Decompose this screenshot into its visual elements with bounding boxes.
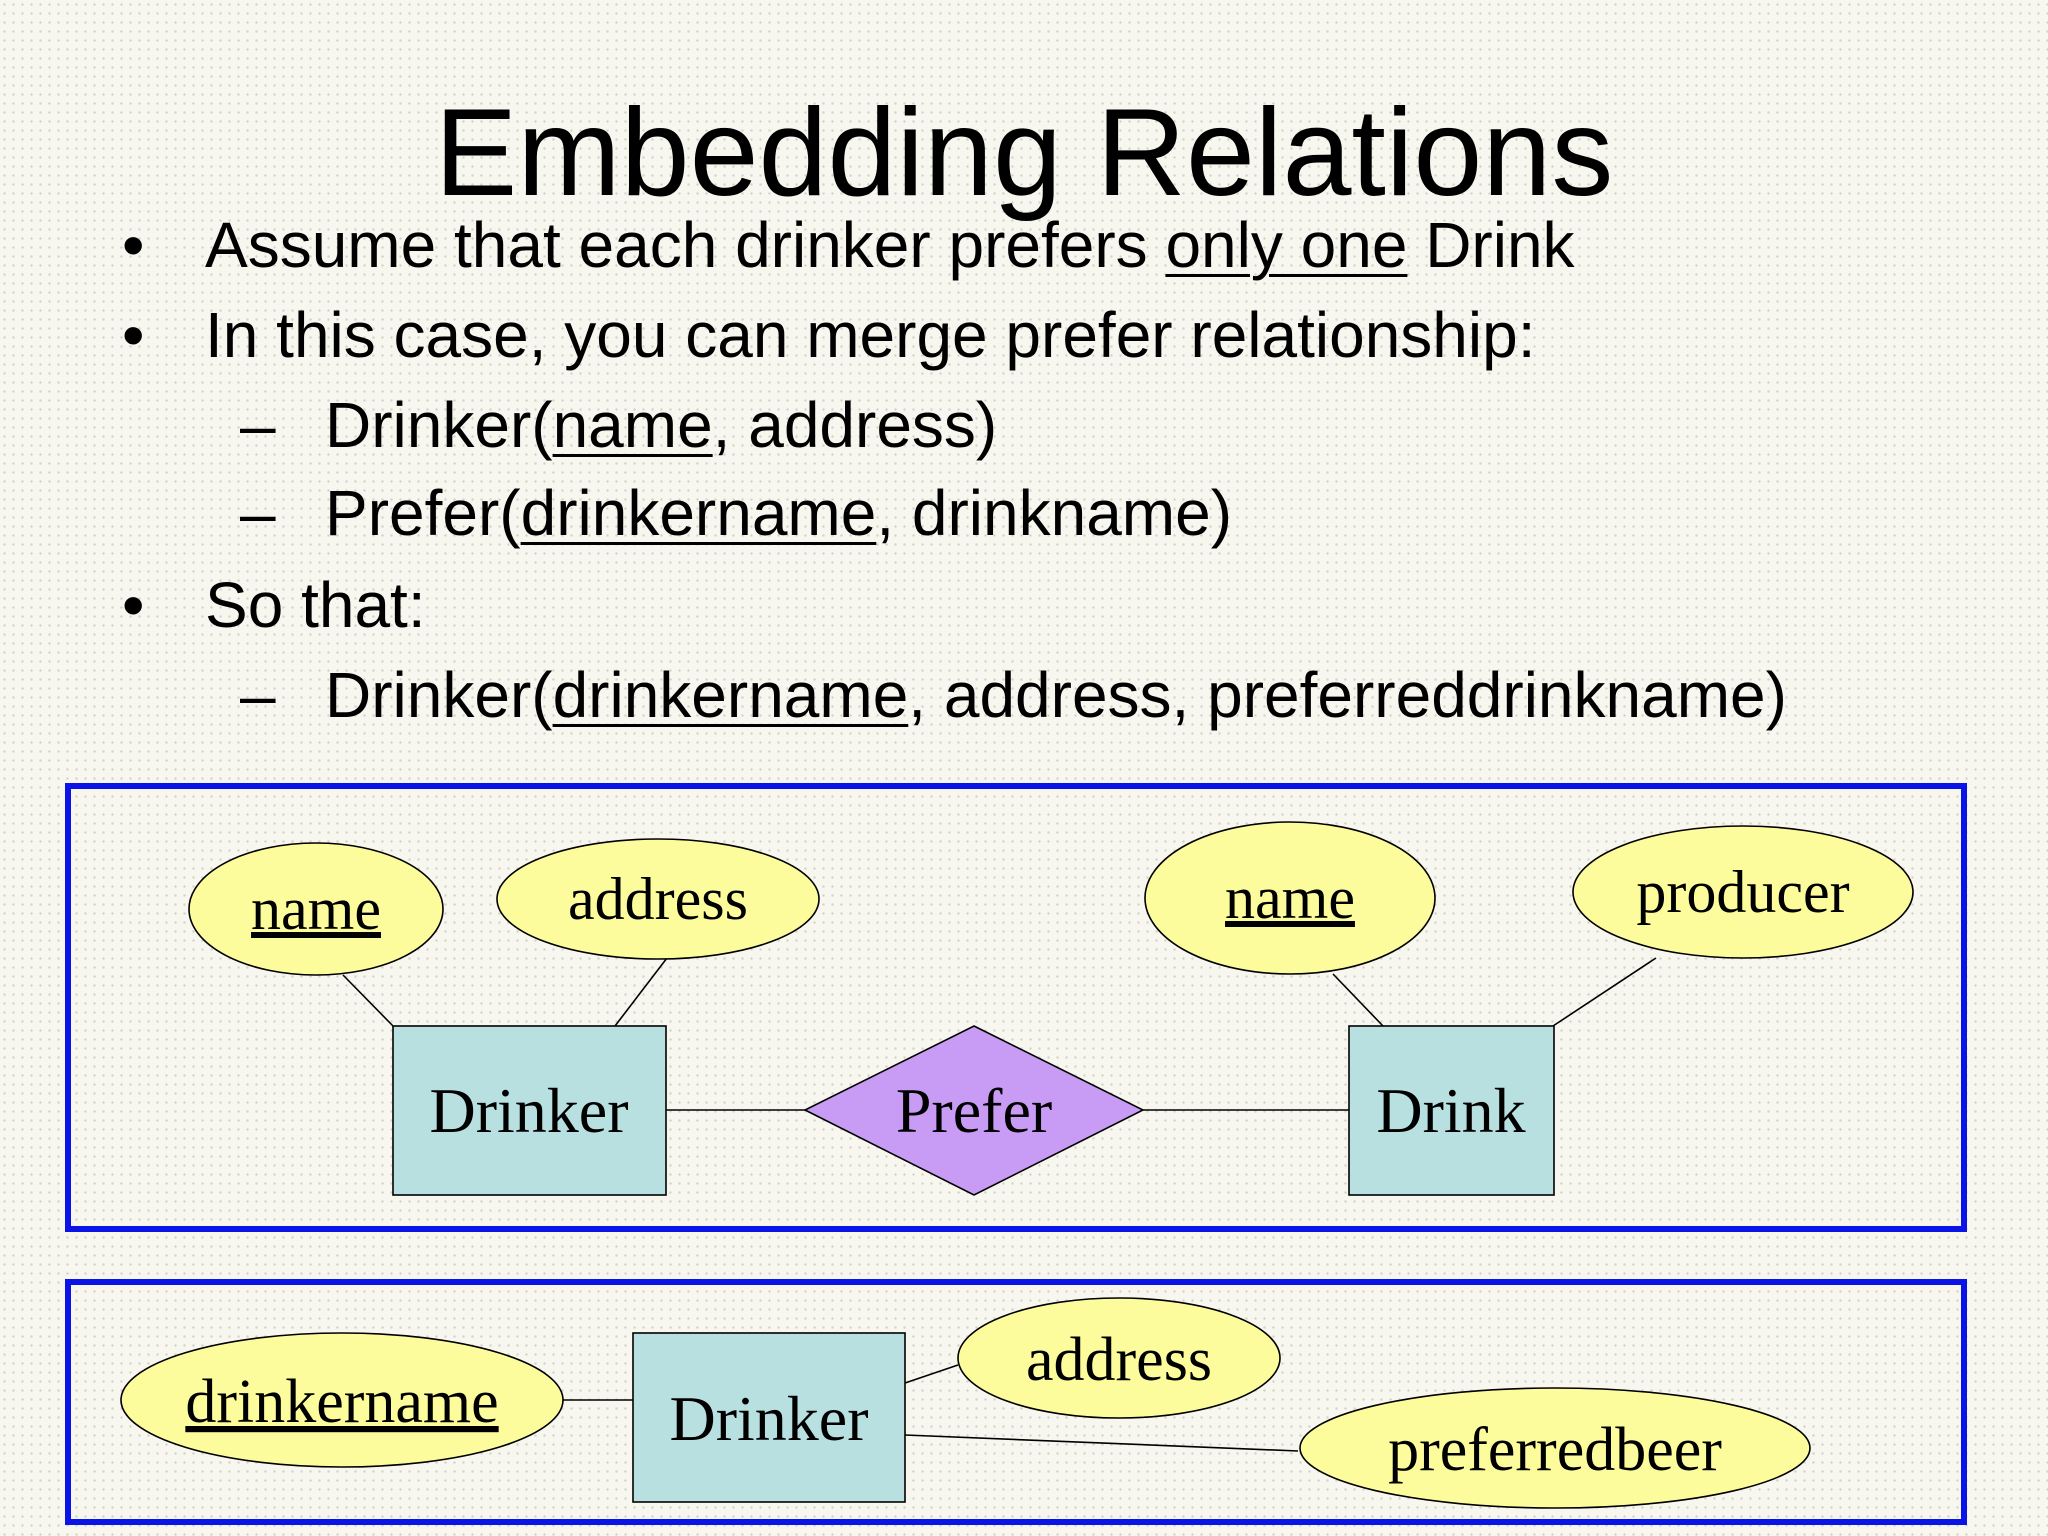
connector-line: [614, 957, 668, 1027]
attribute-label: drinkername: [185, 1368, 498, 1436]
connector-line: [1552, 957, 1657, 1027]
underlined-text: drinkername: [552, 659, 909, 731]
entity-label: Drink: [1376, 1075, 1525, 1146]
attribute-address: address: [957, 1297, 1281, 1419]
attribute-label: address: [568, 866, 748, 932]
bullet-text: , address): [712, 389, 998, 461]
attribute-label: name: [251, 876, 381, 942]
er-diagram-merged: drinkername Drinker address preferredbee…: [65, 1279, 1967, 1525]
bullet-text: Prefer(: [325, 477, 521, 549]
sub-bullet-marker: –: [240, 659, 276, 731]
entity-drinker-merged: Drinker: [632, 1332, 906, 1503]
attribute-label: address: [1026, 1326, 1212, 1394]
bullet-text: Assume that each drinker prefers: [205, 209, 1166, 281]
attribute-label: producer: [1636, 859, 1849, 925]
connector-line: [342, 974, 394, 1027]
bullet-text: Drinker(: [325, 659, 553, 731]
sub-bullet-marker: –: [240, 477, 276, 549]
attribute-drinker-name: name: [188, 842, 444, 976]
sub-bullet-marker: –: [240, 389, 276, 461]
entity-label: Drinker: [669, 1383, 868, 1454]
diagram-frame: [65, 783, 1967, 1232]
bullet-marker: •: [122, 299, 145, 371]
attribute-preferredbeer: preferredbeer: [1299, 1387, 1811, 1509]
entity-drink: Drink: [1348, 1025, 1555, 1196]
relationship-label: Prefer: [896, 1075, 1052, 1146]
connector-line: [1332, 973, 1384, 1027]
bullet-text: So that:: [205, 569, 426, 641]
underlined-text: drinkername: [520, 477, 877, 549]
bullet-marker: •: [122, 209, 145, 281]
bullet-text: Drink: [1407, 209, 1575, 281]
attribute-drinkername: drinkername: [120, 1332, 564, 1468]
attribute-drink-producer: producer: [1572, 825, 1914, 959]
underlined-text: only one: [1165, 209, 1408, 281]
entity-label: Drinker: [429, 1075, 628, 1146]
diagram-frame: [65, 1279, 1967, 1525]
attribute-label: name: [1225, 865, 1355, 931]
bullet-text: Drinker(: [325, 389, 553, 461]
bullet-marker: •: [122, 569, 145, 641]
connector-line: [904, 1364, 959, 1384]
bullet-text: In this case, you can merge prefer relat…: [205, 299, 1536, 371]
slide-title: Embedding Relations: [434, 84, 1614, 222]
entity-drinker: Drinker: [392, 1025, 667, 1196]
attribute-label: preferredbeer: [1388, 1416, 1722, 1484]
connector-line: [904, 1434, 1299, 1452]
underlined-text: name: [552, 389, 713, 461]
bullet-text: , drinkname): [876, 477, 1232, 549]
attribute-drink-name: name: [1144, 821, 1436, 975]
bullet-text: , address, preferreddrinkname): [908, 659, 1787, 731]
attribute-drinker-address: address: [496, 838, 820, 960]
er-diagram-full: name address name producer Drinker Drink…: [65, 783, 1967, 1232]
relationship-prefer: Prefer: [803, 1025, 1145, 1196]
